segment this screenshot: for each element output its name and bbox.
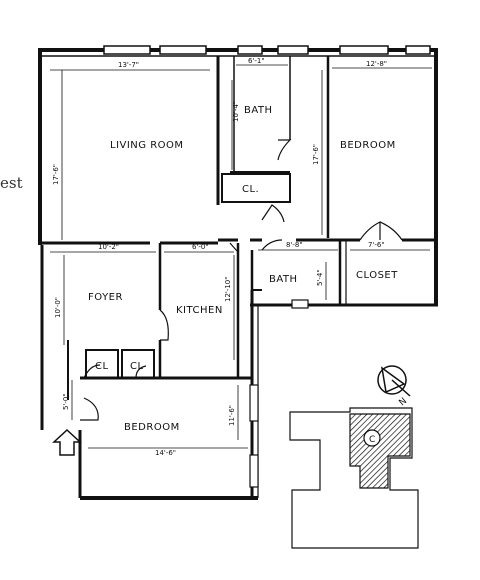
room-label-bath-2: BATH [269,274,298,285]
room-label-living-room: LIVING ROOM [110,140,184,151]
dim-kitchen-width: 6'-0" [192,243,209,251]
room-label-bedroom-1: BEDROOM [340,140,396,151]
room-label-kitchen: KITCHEN [176,305,223,316]
dim-bedroom2-depth: 11'-6" [228,405,236,426]
dim-bath1-width: 6'-1" [248,57,265,65]
room-labels: LIVING ROOM BATH BEDROOM CL. BATH CLOSET… [88,105,398,433]
room-label-bedroom-2: BEDROOM [124,422,180,433]
dim-bath1-depth: 10'-4" [232,101,240,122]
dim-bedroom2-width: 14'-6" [155,449,176,457]
dim-closet-width: 7'-6" [368,241,385,249]
entry-arrow-icon [52,428,82,456]
key-plan: C [289,407,419,549]
door-swings [80,139,403,421]
dim-kitchen-depth: 12'-10" [224,277,232,302]
room-label-closet-1: CL. [242,184,259,195]
room-label-cl-a: CL [95,361,109,372]
dim-bedroom1-depth: 17'-6" [312,144,320,165]
interior-walls [40,56,436,400]
dim-bath2-width: 8'-8" [286,241,303,249]
dim-living-depth: 17'-6" [52,164,60,185]
dimension-lines [50,64,432,449]
dim-foyer-width: 10'-2" [98,243,119,251]
compass-icon: N [377,365,411,408]
compass-north-label: N [398,396,410,408]
key-plan-unit-marker: C [369,435,375,445]
dim-bath2-depth: 5'-4" [316,269,324,286]
dim-entry-depth: 5'-0" [62,393,70,410]
room-label-foyer: FOYER [88,292,123,303]
dim-living-width: 13'-7" [118,61,139,69]
dimension-labels: 13'-7" 17'-6" 6'-1" 10'-4" 12'-8" 17'-6"… [52,57,387,457]
dim-bedroom1-width: 12'-8" [366,60,387,68]
room-label-closet: CLOSET [356,270,398,281]
exterior-walls [38,45,438,500]
dim-foyer-depth: 10'-0" [54,297,62,318]
room-label-cl-b: CL [130,361,144,372]
cropped-margin-text: est [0,174,23,192]
room-label-bath-1: BATH [244,105,273,116]
